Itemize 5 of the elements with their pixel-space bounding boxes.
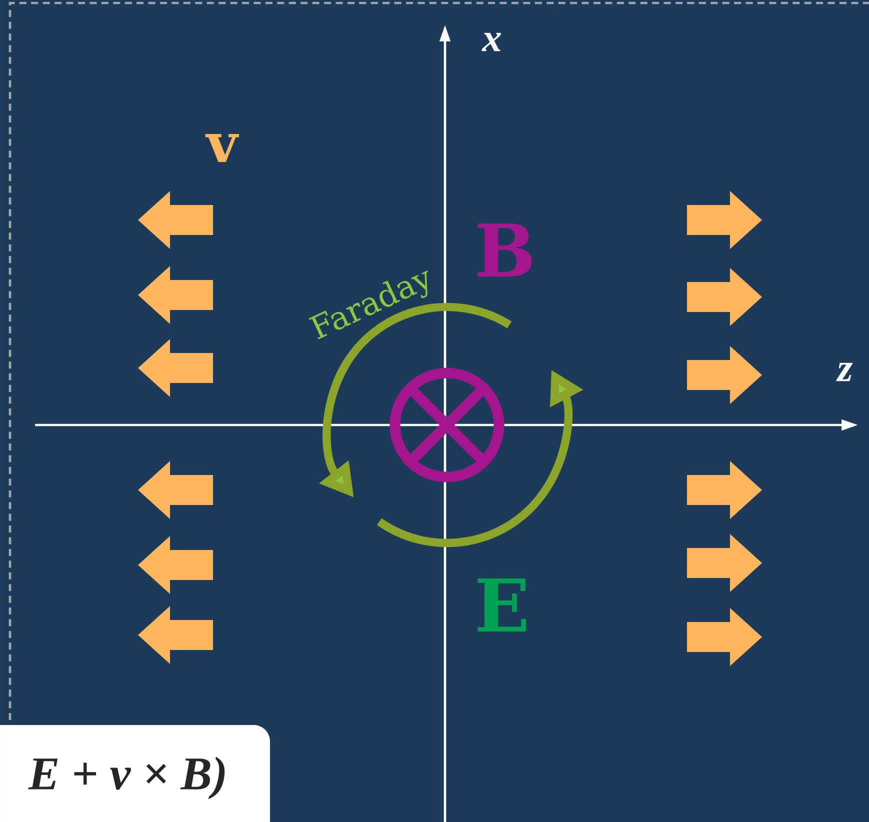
vector-label: v <box>205 134 239 162</box>
vector-label: B <box>478 224 532 276</box>
vector-label: E <box>478 578 526 632</box>
axis-label: z <box>836 362 853 382</box>
axis-label: x <box>482 32 501 52</box>
